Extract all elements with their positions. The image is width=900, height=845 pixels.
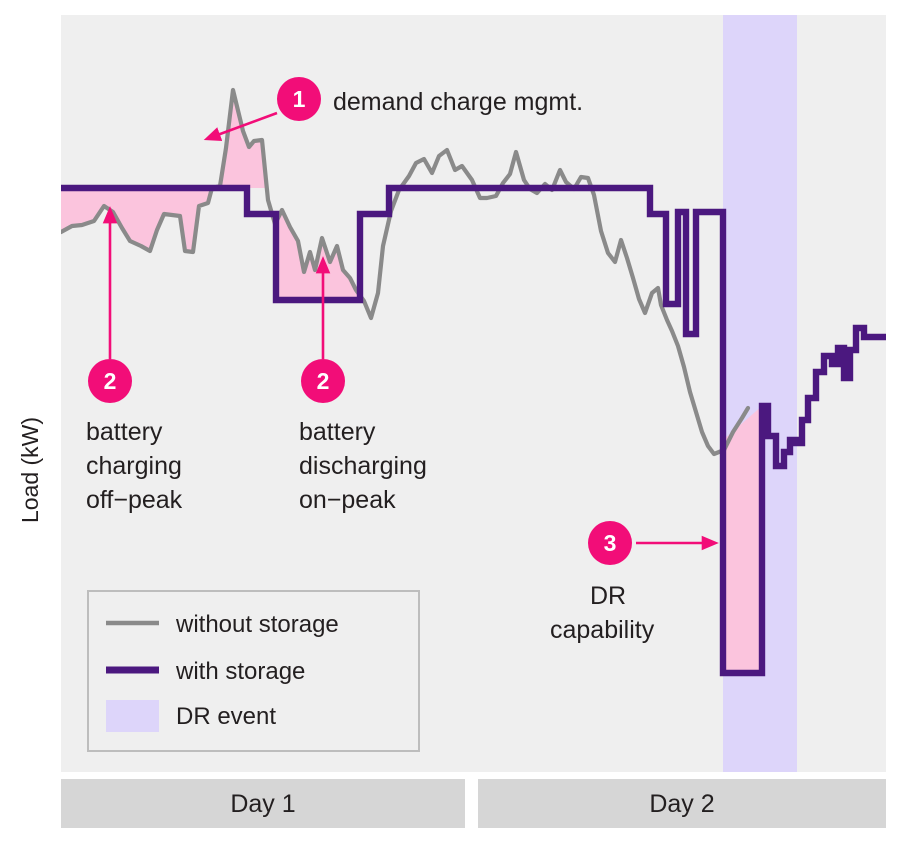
annotation-2b-line-3: on−peak [299,486,396,514]
annotation-demand-charge-mgmt: 1 demand charge mgmt. [203,77,583,141]
annotation-2b-line-1: battery [299,418,376,446]
annotation-3-badge-number: 3 [604,530,617,556]
annotation-2b-badge-number: 2 [317,368,330,394]
series-without-storage [61,87,751,457]
annotation-2a-line-1: battery [86,418,163,446]
fill-dr-capability [723,406,762,673]
x-axis-day-bands: Day 1 Day 2 [61,779,886,828]
annotation-1-badge-number: 1 [293,86,306,112]
annotation-dr-capability: 3 DR capability [550,521,719,644]
day-band-2 [478,779,886,828]
annotation-2a-badge-number: 2 [104,368,117,394]
annotation-2a-badge [88,359,132,403]
y-axis-label: Load (kW) [17,417,43,523]
fill-battery-charging-off-peak [61,187,213,252]
annotation-3-line-1: DR [590,582,626,610]
fill-battery-discharging-on-peak [276,210,360,300]
day-band-2-label: Day 2 [649,790,714,818]
legend-label-without-storage: without storage [175,611,339,638]
annotation-1-label: demand charge mgmt. [333,88,583,116]
annotation-1-leader [203,111,278,141]
annotation-2a-line-3: off−peak [86,486,183,514]
legend-label-with-storage: with storage [175,658,305,685]
day-band-1-label: Day 1 [230,790,295,818]
day-band-1 [61,779,465,828]
legend-swatch-dr-event [106,700,159,732]
annotation-2a-line-2: charging [86,452,182,480]
chart-legend: without storage with storage DR event [87,590,420,752]
annotation-3-badge [588,521,632,565]
annotation-2b-badge [301,359,345,403]
annotation-1-badge [277,77,321,121]
series-with-storage [61,184,886,677]
annotation-battery-charging-off-peak: 2 battery charging off−peak [86,206,183,514]
annotation-2b-line-2: discharging [299,452,427,480]
legend-label-dr-event: DR event [176,703,276,730]
annotation-battery-discharging-on-peak: 2 battery discharging on−peak [299,256,427,514]
annotation-3-line-2: capability [550,616,655,644]
